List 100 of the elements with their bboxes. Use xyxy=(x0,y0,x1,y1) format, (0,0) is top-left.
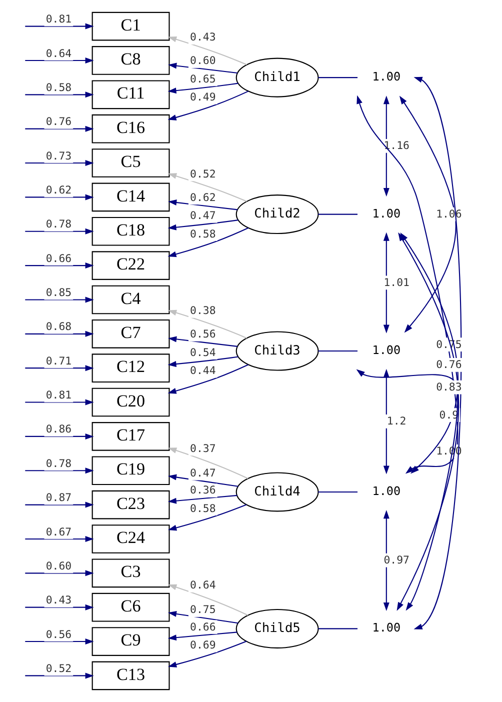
node-box: C16 xyxy=(92,114,170,144)
edge-label: 0.52 xyxy=(190,167,216,180)
edge-label: 0.43 xyxy=(190,30,216,44)
edge-label: 0.81 xyxy=(46,12,72,26)
edge-label: 0.66 xyxy=(190,620,216,634)
node-ellipse: Child1 xyxy=(236,58,319,98)
edge-label: 0.56 xyxy=(190,328,216,341)
arrow xyxy=(25,92,94,98)
arrow xyxy=(168,474,238,487)
arrow xyxy=(25,228,94,234)
node-box: C1 xyxy=(92,12,170,41)
edge-label: 0.56 xyxy=(46,628,72,641)
connector xyxy=(318,491,358,493)
edge-label: 0.44 xyxy=(190,364,216,377)
edge-label: 0.68 xyxy=(46,320,72,334)
arrow xyxy=(25,365,94,372)
arrow xyxy=(168,336,238,347)
arrow xyxy=(168,448,248,479)
edge-label: 0.49 xyxy=(190,90,216,104)
arrow xyxy=(168,356,238,368)
edge-label: 0.54 xyxy=(190,346,216,359)
node-box: C22 xyxy=(92,251,170,280)
node-box: C6 xyxy=(92,592,170,622)
node-ellipse: Child3 xyxy=(236,331,319,371)
edge-label: 0.65 xyxy=(190,72,216,86)
node-text: 1.00 xyxy=(372,484,401,498)
arrow xyxy=(383,232,390,334)
arrow xyxy=(168,200,238,210)
edge-label: 1.16 xyxy=(384,139,410,152)
node-box: C3 xyxy=(92,558,170,588)
arrow xyxy=(168,310,247,339)
edge-label: 0.81 xyxy=(46,388,72,402)
node-box: C19 xyxy=(92,456,170,486)
node-text: 1.00 xyxy=(372,342,401,357)
edge-label: 0.73 xyxy=(46,149,72,162)
edge-label: 0.52 xyxy=(46,662,72,675)
edge-label: 0.76 xyxy=(436,358,462,372)
arrow xyxy=(168,36,247,66)
arrow xyxy=(25,57,94,64)
node-ellipse: Child5 xyxy=(236,608,319,648)
arrow xyxy=(383,510,390,612)
edge-label: 0.58 xyxy=(46,80,72,94)
arrow xyxy=(168,610,238,624)
edge-label: 0.38 xyxy=(190,304,216,318)
edge-label: 0.87 xyxy=(46,491,72,504)
edge-label: 0.76 xyxy=(46,115,72,128)
connector xyxy=(318,77,358,78)
node-box: C7 xyxy=(92,319,170,348)
arrow xyxy=(25,160,94,166)
connector xyxy=(318,214,358,215)
arrow xyxy=(25,536,94,542)
arrow xyxy=(25,433,94,440)
arrow xyxy=(25,23,94,30)
edge-label: 0.36 xyxy=(190,484,216,497)
edge-label: 0.60 xyxy=(190,54,216,68)
edge-label: 1.2 xyxy=(386,414,406,428)
node-box: C12 xyxy=(92,354,170,383)
arrow xyxy=(168,173,247,202)
arrow xyxy=(25,296,94,303)
arrow xyxy=(168,62,238,74)
arrow xyxy=(25,570,94,576)
edge-label: 0.58 xyxy=(190,502,216,515)
arrow xyxy=(25,502,94,508)
node-box: C18 xyxy=(92,216,170,246)
edge-label: 0.69 xyxy=(190,638,216,652)
connector xyxy=(318,350,358,352)
node-box: C8 xyxy=(92,46,170,75)
arrow xyxy=(383,96,390,197)
arrow xyxy=(25,262,94,269)
edge-label: 0.60 xyxy=(46,559,72,572)
arrow xyxy=(25,604,94,610)
node-box: C20 xyxy=(92,388,170,417)
node-ellipse: Child2 xyxy=(236,194,319,234)
node-text: 1.00 xyxy=(372,620,401,635)
edge-label: 0.62 xyxy=(46,183,72,196)
edge-label: 0.97 xyxy=(384,554,410,567)
arrow xyxy=(25,468,94,474)
node-box: C4 xyxy=(92,285,170,314)
edge-label: 0.78 xyxy=(46,218,72,231)
connector xyxy=(318,628,358,630)
arrow xyxy=(25,330,94,337)
edge-label: 0.78 xyxy=(46,456,72,470)
edge-label: 0.75 xyxy=(190,603,216,616)
node-box: C11 xyxy=(92,80,170,110)
node-box: C23 xyxy=(92,490,170,520)
arrow xyxy=(168,640,247,668)
arrow xyxy=(168,82,238,94)
arrow xyxy=(168,220,238,230)
node-box: C24 xyxy=(92,524,170,554)
node-box: C17 xyxy=(92,422,170,451)
edge-label: 0.43 xyxy=(46,594,72,607)
edge-label: 0.58 xyxy=(190,227,216,240)
edge-label: 0.47 xyxy=(190,466,216,480)
node-box: C9 xyxy=(92,627,170,656)
edge-label: 0.85 xyxy=(46,286,72,299)
edge-label: 0.64 xyxy=(46,46,72,60)
arrow xyxy=(168,504,247,531)
node-box: C5 xyxy=(92,148,170,178)
edge-label: 0.62 xyxy=(190,190,216,204)
arrow xyxy=(25,194,94,200)
